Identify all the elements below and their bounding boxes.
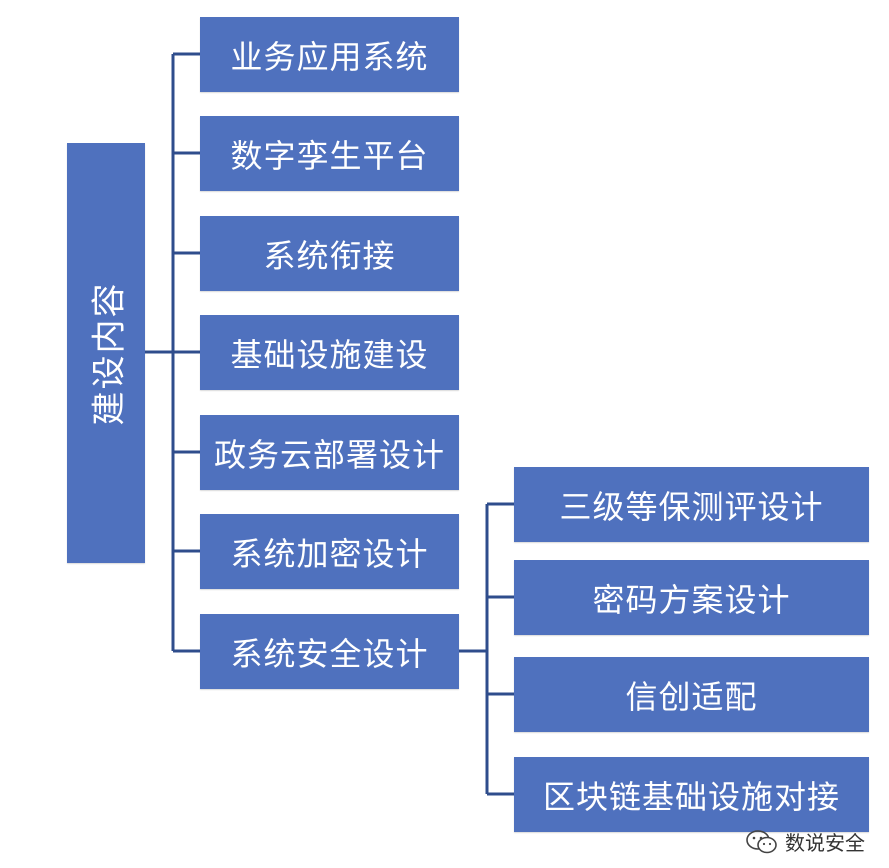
- node-label: 业务应用系统: [230, 37, 429, 76]
- node-label: 系统衔接: [263, 236, 396, 275]
- node-infrastructure-construction: 基础设施建设: [200, 315, 459, 390]
- node-level3-protection-assessment-design: 三级等保测评设计: [514, 467, 869, 542]
- root-node-construction-content: 建设内容: [67, 143, 145, 563]
- node-digital-twin-platform: 数字孪生平台: [200, 116, 459, 191]
- node-label: 区块链基础设施对接: [542, 777, 840, 816]
- wechat-icon: [746, 829, 777, 853]
- node-system-security-design: 系统安全设计: [200, 614, 459, 689]
- node-label: 系统加密设计: [230, 534, 429, 573]
- watermark-text: 数说安全: [785, 831, 865, 855]
- node-business-application-system: 业务应用系统: [200, 17, 459, 92]
- node-label: 三级等保测评设计: [559, 487, 824, 526]
- node-xinchuang-adaptation: 信创适配: [514, 657, 869, 732]
- node-label: 系统安全设计: [230, 634, 429, 673]
- watermark: 数说安全: [745, 827, 865, 856]
- node-label: 密码方案设计: [592, 580, 791, 619]
- node-system-integration: 系统衔接: [200, 216, 459, 291]
- node-label: 信创适配: [625, 677, 758, 716]
- node-label: 基础设施建设: [230, 335, 429, 374]
- root-node-label: 建设内容: [89, 281, 130, 425]
- node-system-encryption-design: 系统加密设计: [200, 514, 459, 589]
- node-gov-cloud-deployment-design: 政务云部署设计: [200, 415, 459, 490]
- node-cryptography-scheme-design: 密码方案设计: [514, 560, 869, 635]
- node-label: 政务云部署设计: [213, 435, 445, 474]
- node-blockchain-infrastructure-integration: 区块链基础设施对接: [514, 757, 869, 832]
- node-label: 数字孪生平台: [230, 136, 429, 175]
